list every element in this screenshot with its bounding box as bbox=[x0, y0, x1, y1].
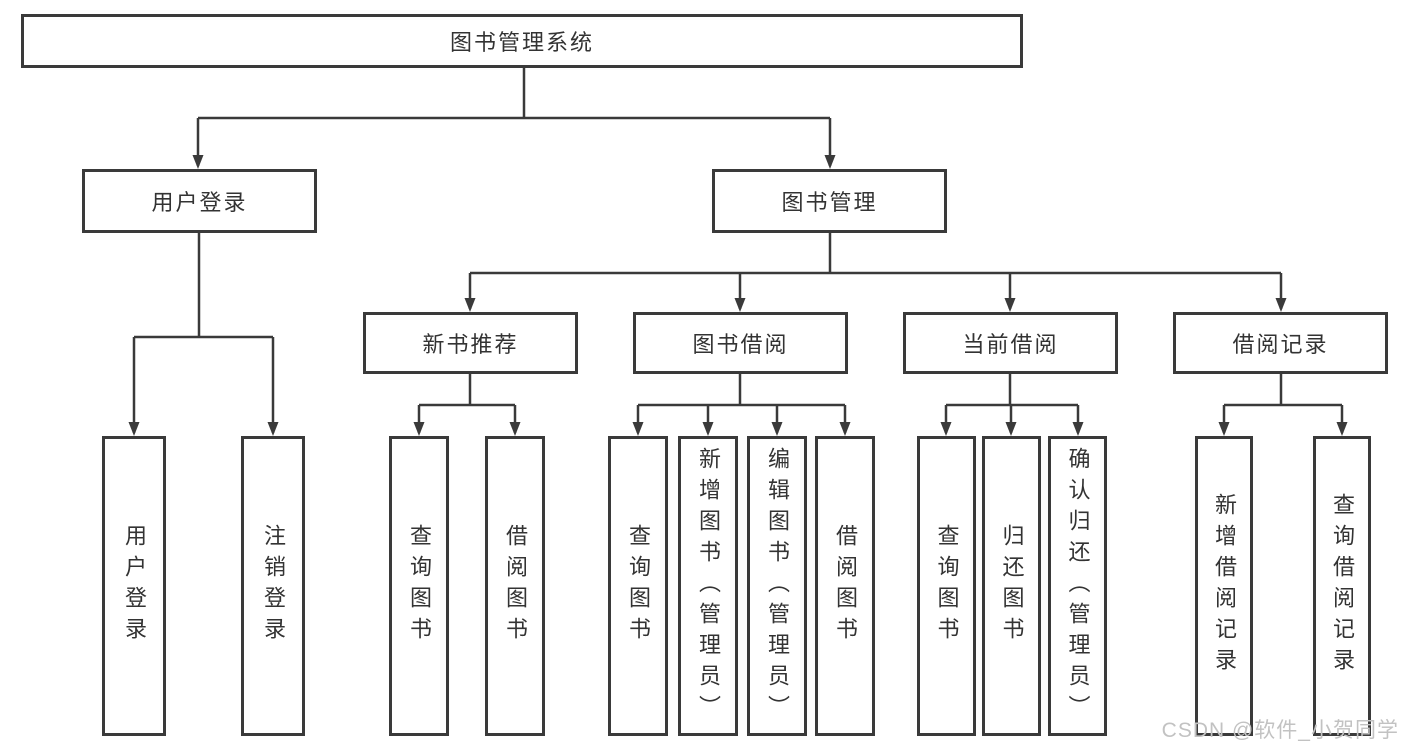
node-user-login: 用户登录 bbox=[82, 169, 317, 233]
leaf-borrow-add-books-admin: 新增图书（管理员） bbox=[678, 436, 738, 736]
leaf-borrow-borrow-books: 借阅图书 bbox=[815, 436, 875, 736]
leaf-logout: 注销登录 bbox=[241, 436, 305, 736]
node-book-management: 图书管理 bbox=[712, 169, 947, 233]
leaf-borrow-edit-books-admin: 编辑图书（管理员） bbox=[747, 436, 807, 736]
leaf-newbook-borrow-books: 借阅图书 bbox=[485, 436, 545, 736]
connector-trunks bbox=[134, 68, 1342, 407]
node-book-borrowing: 图书借阅 bbox=[633, 312, 848, 374]
watermark: CSDN @软件_小贺同学 bbox=[1161, 719, 1399, 742]
leaf-newbook-query-books: 查询图书 bbox=[389, 436, 449, 736]
node-new-book-recommend: 新书推荐 bbox=[363, 312, 578, 374]
leaf-records-add-record: 新增借阅记录 bbox=[1195, 436, 1253, 736]
node-borrowing-records: 借阅记录 bbox=[1173, 312, 1388, 374]
node-library-system: 图书管理系统 bbox=[21, 14, 1023, 68]
leaf-records-query-record: 查询借阅记录 bbox=[1313, 436, 1371, 736]
leaf-current-confirm-return-admin: 确认归还（管理员） bbox=[1048, 436, 1107, 736]
leaf-user-login: 用户登录 bbox=[102, 436, 166, 736]
leaf-current-query-books: 查询图书 bbox=[917, 436, 976, 736]
leaf-borrow-query-books: 查询图书 bbox=[608, 436, 668, 736]
node-current-borrowing: 当前借阅 bbox=[903, 312, 1118, 374]
leaf-current-return-books: 归还图书 bbox=[982, 436, 1041, 736]
